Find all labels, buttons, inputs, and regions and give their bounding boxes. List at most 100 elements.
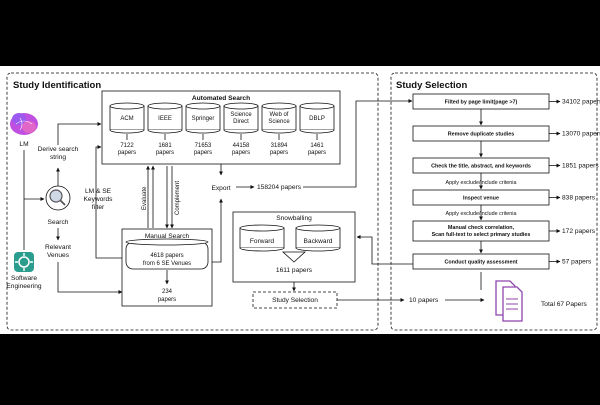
step-count: 172 papers (562, 228, 596, 235)
export-to-selection-arrow (303, 99, 413, 188)
db-cylinder-top (223, 102, 259, 110)
selection-step-1: Remove duplicate studies 13070 papers (412, 125, 600, 158)
search-icon (45, 185, 71, 211)
snowball-study-selection: Study Selection (272, 297, 318, 304)
step-label: Remove duplicate studies (448, 132, 515, 138)
criteria-1: Apply exclude/include critenia (445, 180, 516, 186)
filter-connector (95, 145, 122, 259)
selection-title: Study Selection (396, 80, 467, 91)
step-label: Conduct quality assessment (444, 260, 517, 266)
db-count: 1461 (310, 143, 324, 149)
se-label-2: Engineering (6, 283, 42, 290)
manual-line-1: 4618 papers (150, 253, 183, 259)
relevant-label-2: Venues (47, 252, 70, 259)
db-cylinder-bottom (299, 129, 335, 134)
snowball-merge-arrow (281, 251, 307, 263)
db-cylinder-top (261, 102, 297, 110)
step-label: Check the title, abstract, and keywords (431, 164, 531, 170)
forward-cylinder (239, 224, 285, 252)
snowball-result: 1611 papers (276, 267, 313, 274)
db-name: ACM (120, 116, 133, 122)
relevant-to-manual-arrow (57, 262, 123, 294)
selection-step-4: Manual check correlation,Scan full-text … (412, 220, 596, 254)
export-label: Export (211, 185, 230, 192)
step-count: 838 papers (562, 195, 596, 202)
db-count-unit: papers (308, 150, 326, 156)
backward-cylinder (295, 224, 341, 252)
automated-title: Automated Search (192, 95, 250, 102)
db-cylinder-bottom (223, 129, 259, 134)
step-count: 1851 papers (562, 163, 599, 170)
db-cylinder-top (185, 102, 221, 110)
papers-icon (495, 280, 523, 322)
software-engineering-icon (14, 252, 34, 272)
snowballing-title: Snowballing (276, 215, 312, 222)
derive-to-automated-arrow (57, 122, 102, 145)
db-count: 7122 (120, 143, 134, 149)
selection-step-2: Check the title, abstract, and keywords 1… (412, 157, 599, 190)
db-cylinder-bottom (185, 129, 221, 134)
identification-title: Study Identification (13, 80, 101, 91)
filter-label-2: Keywords (84, 196, 114, 203)
db-count-unit: papers (194, 150, 212, 156)
relevant-label-1: Relevant (45, 244, 71, 251)
step-label: Filted by page limit(page >7) (445, 100, 518, 106)
step-count: 34102 papers (562, 99, 600, 106)
identification-panel (6, 72, 379, 331)
selection-steps: Filted by page limit(page >7) 34102 paper… (412, 93, 600, 270)
criteria-2: Apply exclude/include critenia (445, 211, 516, 217)
selection-step-3: Inspect venue 838 papers (412, 189, 596, 221)
complement-label: Complement (175, 181, 181, 215)
db-name-2: Science (268, 119, 290, 125)
manual-result-count: 234 (162, 289, 173, 295)
db-count-unit: papers (270, 150, 288, 156)
step-box (412, 220, 550, 242)
selection-panel (390, 72, 598, 331)
lm-label: LM (19, 141, 28, 148)
brain-icon (10, 113, 38, 135)
step-count: 57 papers (562, 259, 592, 266)
quality-to-snowballing-arrow (356, 235, 417, 265)
forward-label: Forward (250, 238, 275, 245)
export-count: 158204 papers (257, 184, 302, 191)
db-count-unit: papers (118, 150, 136, 156)
manual-result-unit: papers (158, 297, 176, 303)
db-cylinder-body (261, 105, 297, 131)
step-label: Inspect venue (463, 196, 499, 202)
manual-line-2: from 6 SE Venues (143, 261, 191, 267)
search-label: Search (48, 219, 69, 226)
snowball-count: 10 papers (409, 297, 439, 304)
derive-label-1: Derive search (38, 146, 79, 153)
derive-label-2: string (50, 154, 66, 161)
manual-export-arrow (212, 198, 223, 263)
db-cylinder-top (147, 102, 183, 110)
db-name: DBLP (309, 116, 325, 122)
manual-cylinder-top (125, 238, 209, 246)
backward-label: Backward (304, 238, 333, 245)
db-cylinder-bottom (147, 129, 183, 134)
db-count: 71653 (195, 143, 212, 149)
se-label-1: Software (11, 275, 37, 282)
db-cylinder-top (299, 102, 335, 110)
db-cylinder-body (109, 105, 145, 131)
step-count: 13070 papers (562, 131, 600, 138)
db-name: Springer (192, 116, 215, 122)
filter-label-3: filter (92, 204, 105, 211)
db-count: 44158 (233, 143, 250, 149)
db-cylinder-bottom (261, 129, 297, 134)
db-name-2: Direct (233, 119, 249, 125)
selection-step-0: Filted by page limit(page >7) 34102 paper… (412, 93, 600, 126)
database-cylinders: ACM7122papersIEEE1681papersSpringer71653… (109, 102, 335, 156)
db-cylinder-top (109, 102, 145, 110)
total-label: Total 67 Papers (541, 301, 588, 308)
db-count: 31894 (271, 143, 288, 149)
db-name: IEEE (158, 116, 172, 122)
db-name: Web of (270, 112, 289, 118)
